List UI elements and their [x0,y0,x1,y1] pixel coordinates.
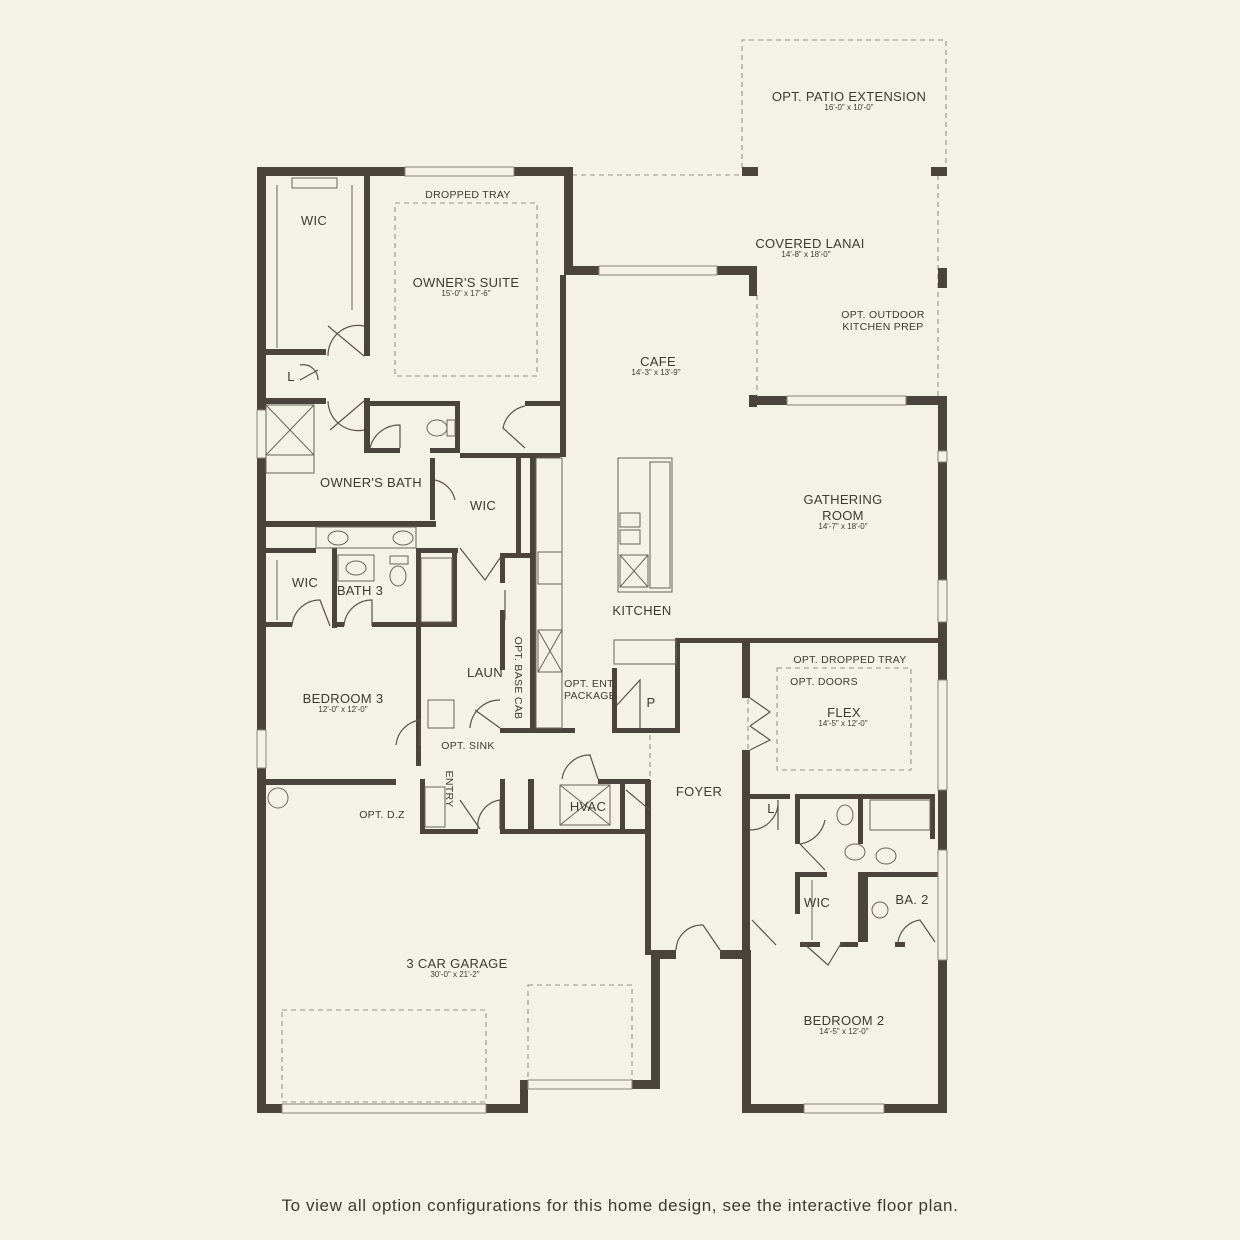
entry-label: ENTRY [443,771,455,808]
footer-note: To view all option configurations for th… [281,1196,959,1215]
outdoor-kitchen-line2: KITCHEN PREP [842,321,923,333]
pantry-name: P [647,695,656,710]
wic-owner-name: WIC [301,213,327,228]
owners-suite-name: OWNER'S SUITE [413,275,520,290]
flex-tray-label: OPT. DROPPED TRAY [793,654,906,666]
cafe-dim: 14'-3" x 13'-9" [631,368,680,377]
opt-dz-label: OPT. D.Z [359,809,405,821]
garage-door-left [281,1009,487,1103]
wic-bath-name: WIC [470,498,496,513]
flex-name: FLEX [827,705,861,720]
bath3-name: BATH 3 [337,583,383,598]
flex-dim: 14'-5" x 12'-0" [818,719,867,728]
linen-bed2-name: L [767,801,775,816]
laun-name: LAUN [467,665,503,680]
gathering-dim: 14'-7" x 18'-0" [818,522,867,531]
opt-patio-outline [741,39,947,168]
gathering-line2: ROOM [822,508,864,523]
owners-bath-name: OWNER'S BATH [320,475,422,490]
flex-doors-label: OPT. DOORS [790,676,858,688]
hvac-name: HVAC [570,799,606,814]
doors-and-fixtures [265,177,936,966]
flex-tray-outline [776,667,912,771]
ba2-name: BA. 2 [895,892,928,907]
wic-bed3-name: WIC [292,575,318,590]
opt-sink-label: OPT. SINK [441,740,494,752]
bedroom3-name: BEDROOM 3 [303,691,384,706]
garage-door-right [527,984,633,1081]
kitchen-name: KITCHEN [612,603,671,618]
garage-name: 3 CAR GARAGE [406,956,507,971]
lanai-dim: 14'-8" x 18'-0" [781,250,830,259]
gathering-line1: GATHERING [803,492,882,507]
outdoor-kitchen-line1: OPT. OUTDOOR [841,309,925,321]
lanai-dashed-edges [572,174,939,404]
bedroom2-name: BEDROOM 2 [804,1013,885,1028]
cafe-name: CAFE [640,354,676,369]
bedroom2-dim: 14'-5" x 12'-0" [819,1027,868,1036]
owners-tray-label: DROPPED TRAY [425,189,510,201]
foyer-name: FOYER [676,784,722,799]
bedroom3-dim: 12'-0" x 12'-0" [318,705,367,714]
linen-owner-name: L [287,369,295,384]
ent-package-line2: PACKAGE [564,690,616,702]
patio-dim: 16'-0" x 10'-0" [824,103,873,112]
owners-suite-dim: 15'-0" x 17'-6" [441,289,490,298]
base-cab-label: OPT. BASE CAB [512,637,524,720]
windows [256,166,948,1114]
lanai-name: COVERED LANAI [755,236,864,251]
patio-name: OPT. PATIO EXTENSION [772,89,926,104]
garage-dim: 30'-0" x 21'-2" [430,970,479,979]
ent-package-line1: OPT. ENT. [564,678,616,690]
owners-tray-outline [394,202,538,377]
wic-bed2-name: WIC [804,895,830,910]
